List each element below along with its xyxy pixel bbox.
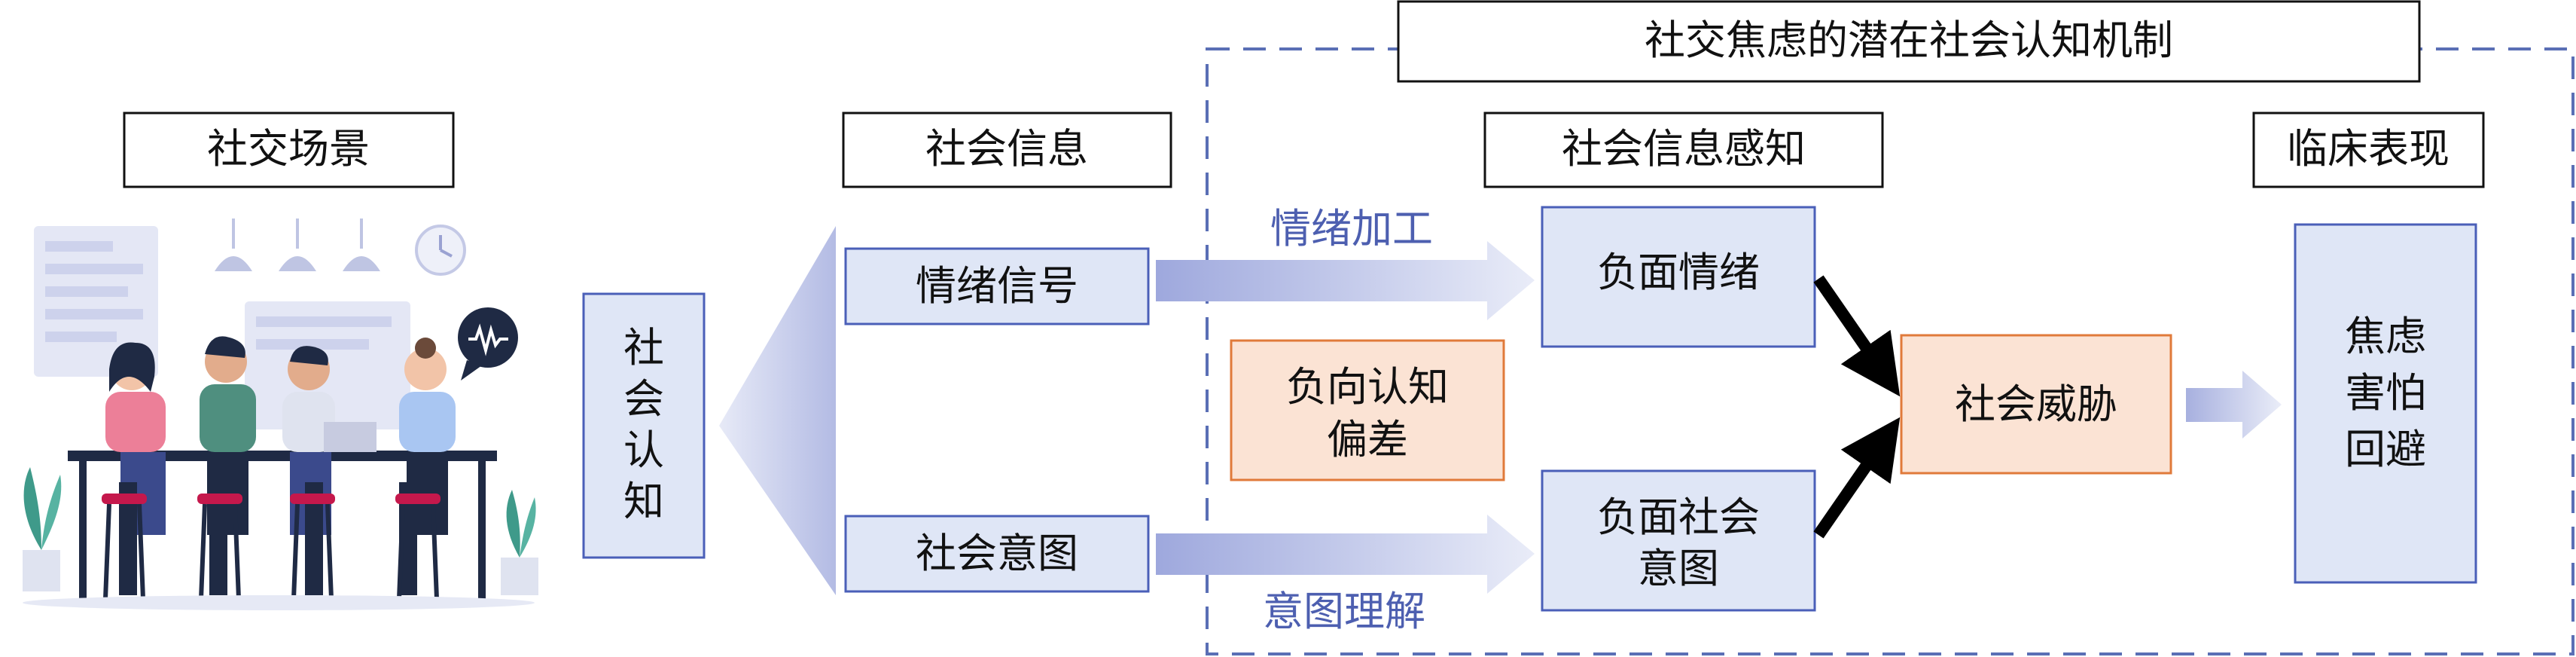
social-cognition-char-4: 知 xyxy=(623,478,664,525)
speech-bubble-icon xyxy=(458,307,518,380)
negative-emotion-box: 负面情绪 xyxy=(1541,206,1816,348)
header-scene-label: 社交场景 xyxy=(207,125,370,173)
intent-process-label: 意图理解 xyxy=(1263,588,1425,635)
lamp-icon xyxy=(215,218,380,271)
emotion-process-label: 情绪加工 xyxy=(1270,205,1433,252)
emotion-to-threat-arrow xyxy=(1813,275,1901,397)
mechanism-title-box: 社交焦虑的潜在社会认知机制 xyxy=(1397,0,2421,83)
header-info: 社会信息 xyxy=(842,112,1172,188)
cognition-fan xyxy=(719,226,836,595)
emotion-process-arrow xyxy=(1156,241,1535,320)
clock-icon xyxy=(415,225,466,276)
negative-bias-line-2: 偏差 xyxy=(1327,416,1408,463)
clinical-manifestation-box: 焦虑 害怕 回避 xyxy=(2294,223,2477,584)
negative-intent-box: 负面社会 意图 xyxy=(1541,469,1816,612)
emotion-signal-box: 情绪信号 xyxy=(844,247,1150,325)
header-perception-label: 社会信息感知 xyxy=(1562,125,1806,173)
threat-to-clinical-arrow xyxy=(2186,371,2282,439)
clinical-line-2: 害怕 xyxy=(2345,369,2426,417)
header-info-label: 社会信息 xyxy=(925,125,1088,173)
plant-icon xyxy=(23,467,538,595)
negative-bias-line-1: 负向认知 xyxy=(1286,363,1449,411)
negative-intent-line-2: 意图 xyxy=(1638,545,1719,592)
clinical-line-3: 回避 xyxy=(2345,426,2426,473)
emotion-signal-label: 情绪信号 xyxy=(916,262,1078,310)
person-1 xyxy=(105,342,166,595)
social-scene-illustration xyxy=(23,218,538,610)
clinical-line-1: 焦虑 xyxy=(2345,313,2426,360)
negative-emotion-label: 负面情绪 xyxy=(1597,249,1760,296)
intent-signal-label: 社会意图 xyxy=(916,530,1078,577)
social-threat-label: 社会威胁 xyxy=(1955,380,2117,428)
social-cognition-char-2: 会 xyxy=(623,375,664,423)
intent-to-threat-arrow xyxy=(1813,417,1901,539)
intent-process-arrow xyxy=(1156,515,1535,594)
mechanism-title: 社交焦虑的潜在社会认知机制 xyxy=(1645,17,2173,64)
header-clinical: 临床表现 xyxy=(2252,112,2485,188)
negative-bias-box: 负向认知 偏差 xyxy=(1230,339,1505,481)
mechanism-region xyxy=(1206,47,2574,655)
social-threat-box: 社会威胁 xyxy=(1900,334,2172,475)
header-clinical-label: 临床表现 xyxy=(2287,125,2449,173)
intent-signal-box: 社会意图 xyxy=(844,515,1150,593)
social-cognition-box: 社 会 认 知 xyxy=(582,292,706,559)
social-cognition-char-3: 认 xyxy=(623,426,664,474)
negative-intent-line-1: 负面社会 xyxy=(1597,494,1760,541)
person-4 xyxy=(399,338,456,595)
social-cognition-char-1: 社 xyxy=(623,324,664,371)
header-perception: 社会信息感知 xyxy=(1483,112,1884,188)
header-scene: 社交场景 xyxy=(123,112,455,188)
